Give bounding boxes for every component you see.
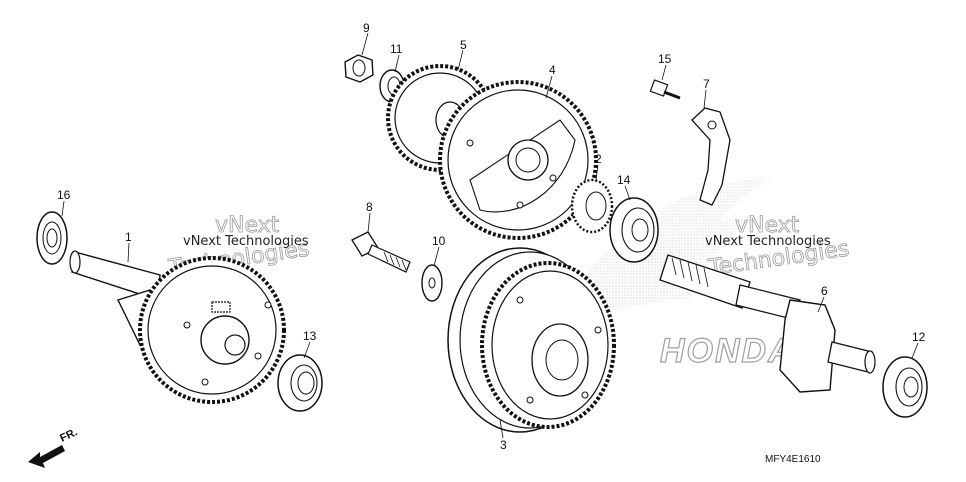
bearing-14: [609, 197, 659, 263]
bearing-13: [277, 354, 323, 412]
crankshaft-6: [659, 254, 876, 393]
clutch-outer-3: [447, 247, 616, 433]
bearing-12: [882, 356, 928, 418]
callout-12: 12: [912, 330, 926, 344]
bearing-16: [36, 211, 68, 265]
diagram-code: MFY4E1610: [765, 454, 821, 465]
callout-16: 16: [57, 188, 71, 202]
washer-10: [421, 264, 443, 302]
gear-4: [438, 80, 598, 240]
callout-6: 6: [821, 284, 828, 298]
callout-9: 9: [363, 21, 370, 35]
callout-14: 14: [617, 173, 631, 187]
honda-wing-logo: HONDA: [560, 178, 795, 371]
bolt-8: [351, 231, 411, 273]
callout-10: 10: [432, 234, 446, 248]
callout-numbers: 16 1 3 4 5 9 11 10 8 2 14 15 7 13 6 12: [57, 21, 926, 452]
callout-2: 2: [595, 152, 602, 166]
callout-11: 11: [390, 42, 403, 56]
callout-1: 1: [125, 230, 132, 244]
front-direction-arrow: FR.: [28, 426, 79, 468]
watermark-text-right: vNext Technologies: [705, 234, 831, 249]
watermark-outline-top-right: vNext: [735, 213, 800, 238]
bracket-7: [691, 107, 731, 206]
honda-brand-mark: HONDA: [660, 332, 795, 370]
needle-bearing-2: [570, 178, 614, 234]
callout-5: 5: [460, 38, 467, 52]
callout-4: 4: [549, 63, 556, 77]
callout-8: 8: [366, 200, 373, 214]
callout-3: 3: [500, 438, 507, 452]
front-direction-label: FR.: [58, 426, 79, 444]
bolt-15: [649, 79, 681, 100]
nut-9: [344, 54, 374, 83]
countershaft-assembly-1: [69, 250, 286, 404]
callout-7: 7: [703, 77, 710, 91]
callout-13: 13: [303, 329, 317, 343]
callout-15: 15: [658, 52, 672, 66]
leader-lines: [61, 32, 919, 439]
watermark-outline-top-left: vNext: [215, 213, 280, 238]
watermark-text-left: vNext Technologies: [183, 234, 309, 249]
